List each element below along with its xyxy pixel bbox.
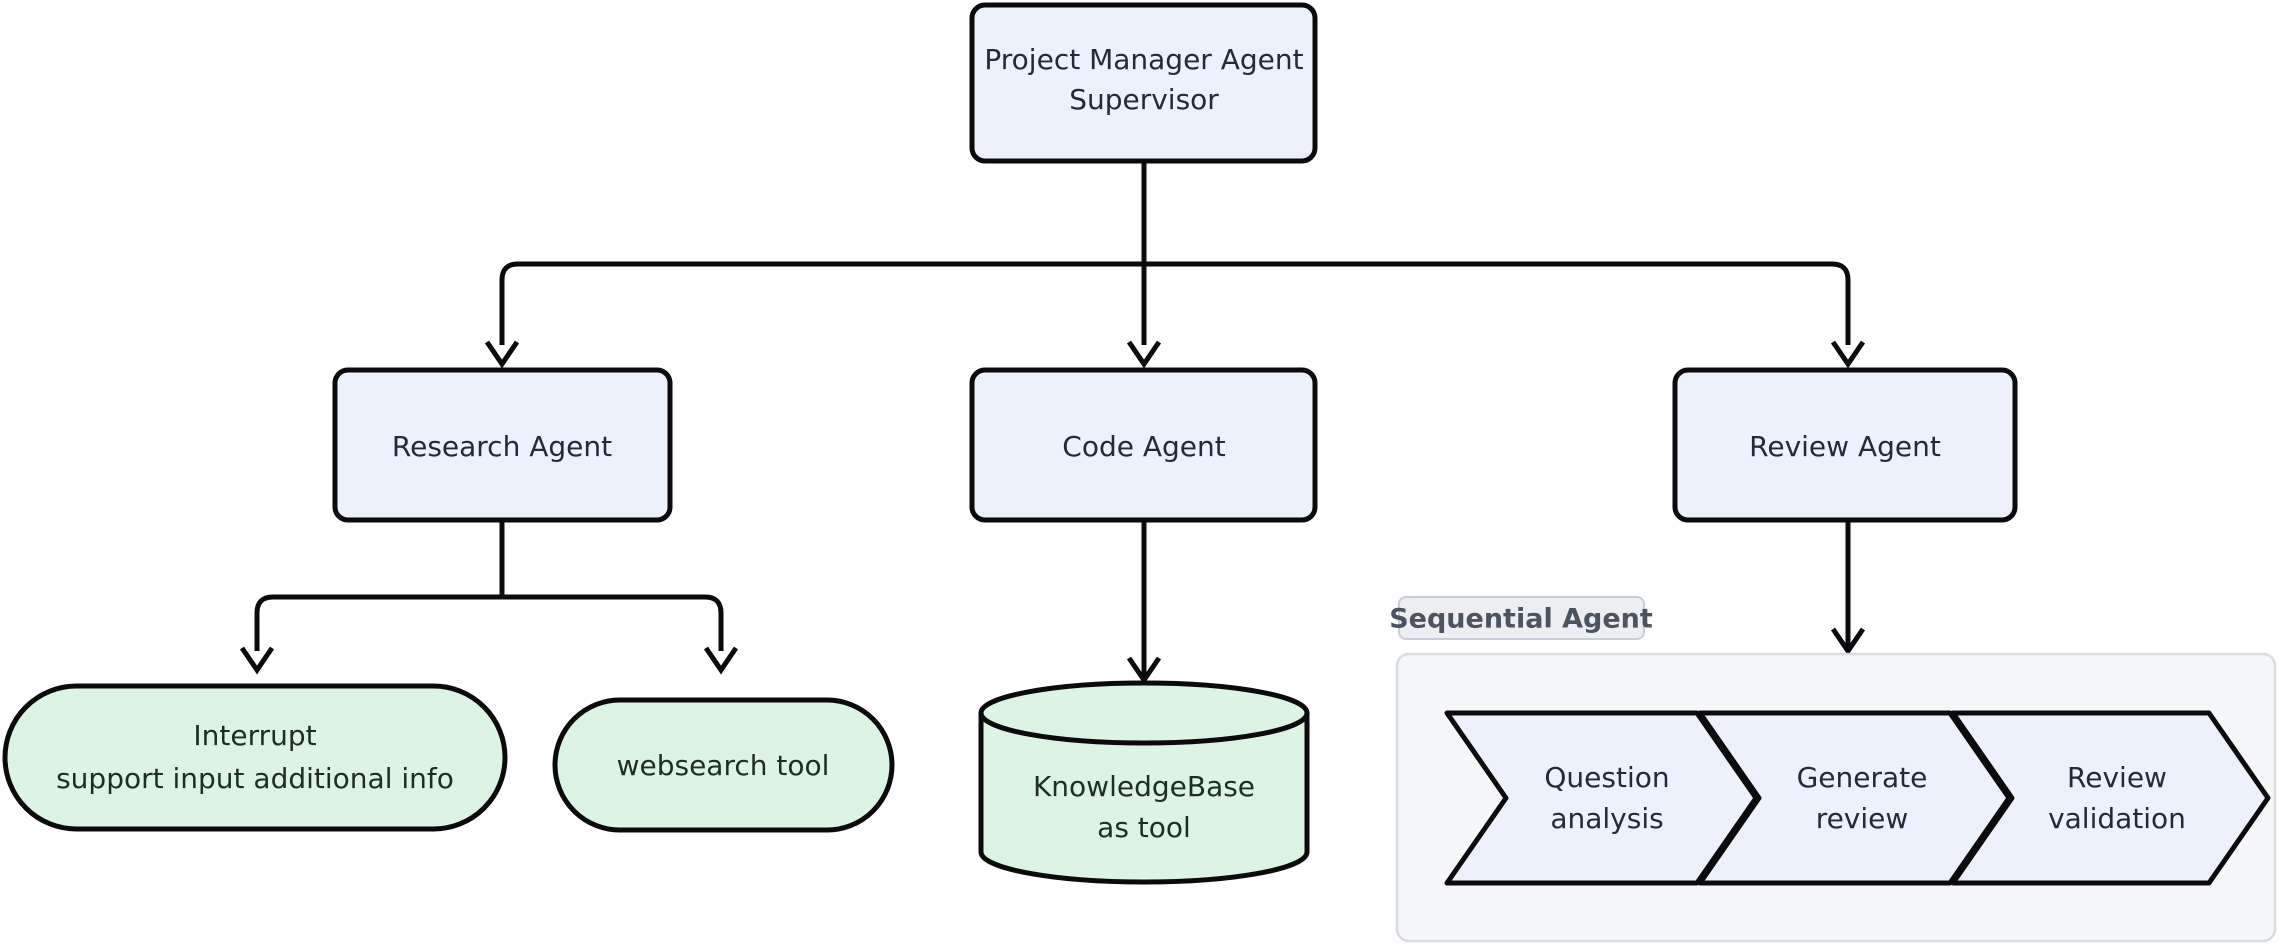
node-review-agent[interactable]: Review Agent: [1672, 367, 2018, 523]
node-interrupt-label-line1: Interrupt: [193, 719, 316, 752]
arrowhead-to-research-agent: [484, 340, 520, 369]
node-review-validation-shape[interactable]: [1950, 710, 2271, 886]
edge-research-to-websearch: [502, 594, 724, 651]
node-generate-review[interactable]: Generate review: [1697, 710, 2012, 886]
edge-research-to-interrupt: [254, 594, 502, 651]
node-question-analysis-label-line2: analysis: [1550, 802, 1663, 835]
node-knowledgebase[interactable]: KnowledgeBase as tool: [978, 680, 1310, 885]
node-question-analysis[interactable]: Question analysis: [1444, 710, 1759, 886]
node-interrupt[interactable]: Interrupt support input additional info: [2, 683, 508, 832]
edge-bus-right: [1144, 261, 1851, 345]
subgraph-label-text: Sequential Agent: [1389, 604, 1653, 635]
node-websearch-tool-shape[interactable]: [552, 697, 895, 833]
node-knowledgebase-body[interactable]: [978, 710, 1310, 885]
node-knowledgebase-top: [978, 680, 1310, 746]
arrowhead-to-interrupt: [239, 646, 275, 675]
arrowhead-to-sequential: [1830, 627, 1866, 656]
arrowhead-to-websearch: [703, 646, 739, 675]
subgraph-label-background: [1398, 596, 1645, 640]
node-research-agent-shape[interactable]: [332, 367, 673, 523]
edge-bus-left: [499, 261, 1144, 345]
node-generate-review-label-line2: review: [1816, 802, 1909, 835]
node-generate-review-label-line1: Generate: [1797, 761, 1928, 794]
node-research-agent[interactable]: Research Agent: [332, 367, 673, 523]
node-review-validation[interactable]: Review validation: [1950, 710, 2271, 886]
node-generate-review-shape[interactable]: [1697, 710, 2012, 886]
node-review-agent-label: Review Agent: [1749, 430, 1941, 463]
node-knowledgebase-label-line2: as tool: [1097, 811, 1191, 844]
node-supervisor-label-line2: Supervisor: [1069, 83, 1219, 116]
node-supervisor-label-line1: Project Manager Agent: [984, 43, 1303, 76]
node-code-agent[interactable]: Code Agent: [969, 367, 1318, 523]
node-review-validation-label-line2: validation: [2048, 802, 2186, 835]
node-question-analysis-label-line1: Question: [1544, 761, 1669, 794]
node-code-agent-shape[interactable]: [969, 367, 1318, 523]
edge-layer: [239, 161, 1866, 685]
node-supervisor[interactable]: Project Manager Agent Supervisor: [969, 2, 1318, 164]
arrowhead-to-knowledgebase: [1126, 656, 1162, 685]
arrowhead-to-review-agent: [1830, 340, 1866, 369]
node-knowledgebase-label-line1: KnowledgeBase: [1033, 770, 1255, 803]
node-code-agent-label: Code Agent: [1062, 430, 1225, 463]
node-review-agent-shape[interactable]: [1672, 367, 2018, 523]
arrowhead-to-code-agent: [1126, 340, 1162, 369]
node-supervisor-shape[interactable]: [969, 2, 1318, 164]
node-review-validation-label-line1: Review: [2067, 761, 2167, 794]
node-interrupt-shape[interactable]: [2, 683, 508, 832]
node-interrupt-label-line2: support input additional info: [56, 762, 454, 795]
node-question-analysis-shape[interactable]: [1444, 710, 1759, 886]
node-websearch-tool-label: websearch tool: [617, 749, 830, 782]
node-research-agent-label: Research Agent: [392, 430, 612, 463]
node-websearch-tool[interactable]: websearch tool: [552, 697, 895, 833]
